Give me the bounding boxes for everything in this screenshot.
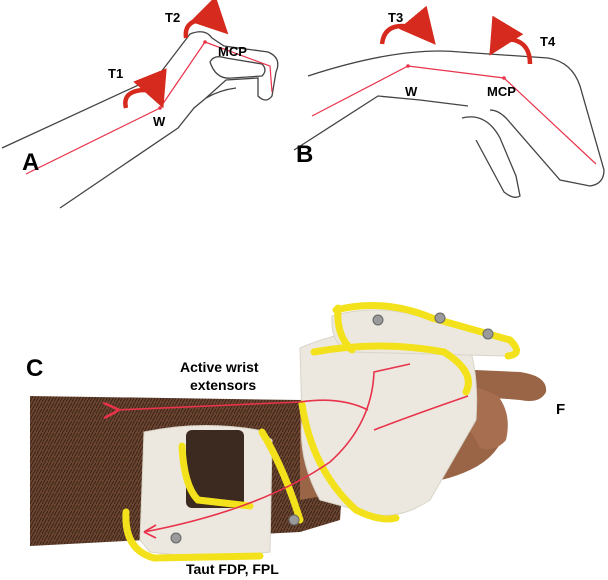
torque-label-t3: T3 [388, 10, 403, 25]
flexor-arrow-icon [143, 524, 157, 539]
rivet-2 [434, 312, 446, 324]
torque-label-t2: T2 [165, 10, 180, 25]
torque-label-t1: T1 [108, 66, 123, 81]
panel-b-axis-line [311, 65, 597, 165]
panel-c: C Active wrist extensors Taut FDP, FPL F [26, 302, 565, 577]
panel-a: A T1 T2 MCP W [1, 0, 279, 209]
torque-label-t4: T4 [540, 34, 556, 49]
rivet-4 [288, 514, 300, 526]
torque-arrow-t4-icon [489, 15, 533, 65]
rivet-3 [482, 328, 494, 340]
yellow-trim [122, 302, 520, 562]
panel-c-label: C [26, 355, 43, 382]
joint-label-w: W [153, 114, 166, 129]
panel-b-hand-outline [293, 50, 605, 198]
joint-label-w-b: W [405, 84, 418, 99]
annotation-wrist-line2: extensors [190, 377, 256, 393]
panel-b: B T3 T4 W MCP [293, 5, 605, 198]
panel-a-label: A [22, 149, 39, 176]
panel-b-label: B [296, 141, 313, 168]
panel-a-mcp-point [203, 40, 207, 44]
joint-label-mcp: MCP [218, 44, 247, 59]
panel-a-w-point [158, 106, 162, 110]
rivet-1 [372, 314, 384, 326]
joint-label-mcp-b: MCP [487, 84, 516, 99]
annotation-force: F [556, 401, 565, 418]
torque-arrow-t1-icon [123, 68, 167, 109]
annotation-wrist-line1: Active wrist [180, 359, 259, 375]
rivet-5 [170, 532, 182, 544]
torque-arrow-t2-icon [183, 0, 229, 39]
annotation-tendons: Taut FDP, FPL [186, 561, 279, 577]
strap-window [186, 430, 244, 508]
panel-a-axis-line [25, 41, 273, 175]
panel-b-mcp-point [502, 76, 506, 80]
panel-b-w-point [406, 64, 410, 68]
tendon-lines [116, 363, 469, 533]
torque-arrow-t3-icon [379, 5, 436, 45]
